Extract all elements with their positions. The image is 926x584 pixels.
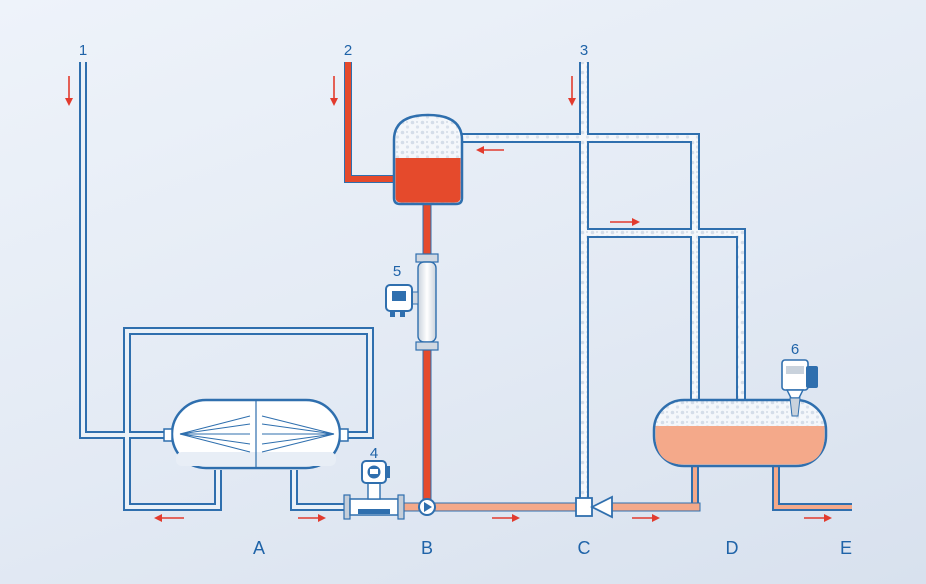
flowmeter-icon (343, 460, 405, 520)
process-label-c: C (578, 538, 591, 558)
stream-label-2: 2 (344, 42, 352, 59)
pump-icon (418, 498, 436, 516)
product-line (399, 502, 701, 512)
instrument-label-5: 5 (393, 263, 401, 280)
stream-label-1: 1 (79, 42, 87, 59)
mixing-vessel (392, 113, 464, 206)
level-sensor-icon (781, 359, 818, 417)
process-label-e: E (840, 538, 852, 558)
process-label-b: B (421, 538, 433, 558)
storage-tank (652, 398, 828, 468)
stream-label-3: 3 (580, 42, 588, 59)
coriolis-meter-icon (385, 253, 439, 351)
steam-injector (575, 495, 613, 519)
instrument-label-6: 6 (791, 341, 799, 358)
process-label-d: D (726, 538, 739, 558)
instrument-label-4: 4 (370, 445, 378, 462)
heat-exchanger-icon (163, 398, 349, 470)
flow-arrow-icon (65, 76, 832, 522)
process-label-a: A (253, 538, 265, 558)
pipe-fills (81, 62, 852, 509)
